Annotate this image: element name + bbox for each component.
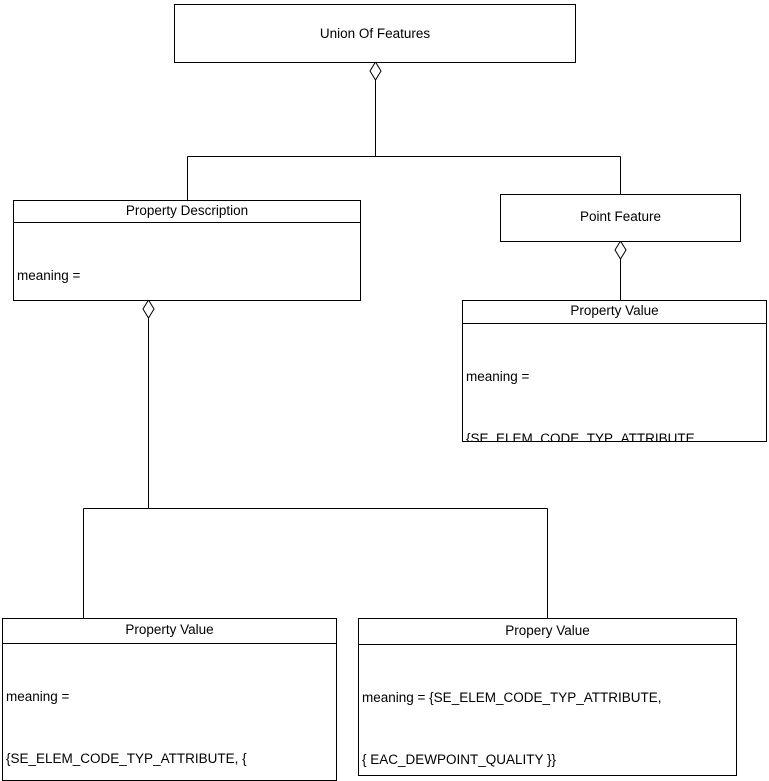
class-title-union-of-features: Union Of Features bbox=[319, 26, 431, 41]
class-attributes-property-value-bottom-right: meaning = {SE_ELEM_CODE_TYP_ATTRIBUTE, {… bbox=[359, 645, 736, 775]
attribute-line: {SE_ELEM_CODE_TYP_ATTRIBUTE, bbox=[466, 430, 699, 442]
class-attributes-property-description: meaning = {SE_ELEM_CODE_TYP_ATTRIBUTE, {… bbox=[14, 223, 360, 300]
attribute-line: meaning = bbox=[17, 268, 81, 283]
class-title-property-value-bottom-left: Property Value bbox=[3, 619, 336, 644]
class-box-property-description[interactable]: Property Description meaning = {SE_ELEM_… bbox=[13, 200, 361, 301]
attribute-line: meaning = bbox=[466, 369, 530, 384]
class-title-property-description: Property Description bbox=[14, 201, 360, 223]
class-box-point-feature[interactable]: Point Feature bbox=[500, 194, 741, 242]
class-box-property-value-right[interactable]: Property Value meaning = {SE_ELEM_CODE_T… bbox=[462, 300, 767, 442]
class-title-property-value-bottom-right: Propery Value bbox=[359, 619, 736, 645]
class-attributes-property-value-bottom-left: meaning = {SE_ELEM_CODE_TYP_ATTRIBUTE, {… bbox=[3, 644, 336, 780]
attribute-line: {SE_ELEM_CODE_TYP_ATTRIBUTE, { bbox=[6, 750, 247, 766]
aggregation-diamond-union-icon bbox=[369, 61, 382, 81]
class-attributes-property-value-right: meaning = {SE_ELEM_CODE_TYP_ATTRIBUTE, {… bbox=[463, 324, 766, 442]
attribute-line: meaning = bbox=[6, 689, 70, 704]
aggregation-diamond-point-feature-icon bbox=[614, 240, 627, 260]
attribute-line: { EAC_DEWPOINT_QUALITY }} bbox=[362, 751, 557, 767]
attribute-line: meaning = {SE_ELEM_CODE_TYP_ATTRIBUTE, bbox=[362, 690, 662, 705]
class-box-union-of-features[interactable]: Union Of Features bbox=[174, 4, 576, 63]
class-title-point-feature: Point Feature bbox=[579, 209, 662, 224]
aggregation-diamond-property-description-icon bbox=[142, 299, 155, 319]
class-box-property-value-bottom-left[interactable]: Property Value meaning = {SE_ELEM_CODE_T… bbox=[2, 618, 337, 781]
class-box-property-value-bottom-right[interactable]: Propery Value meaning = {SE_ELEM_CODE_TY… bbox=[358, 618, 737, 776]
class-title-property-value-right: Property Value bbox=[463, 301, 766, 324]
